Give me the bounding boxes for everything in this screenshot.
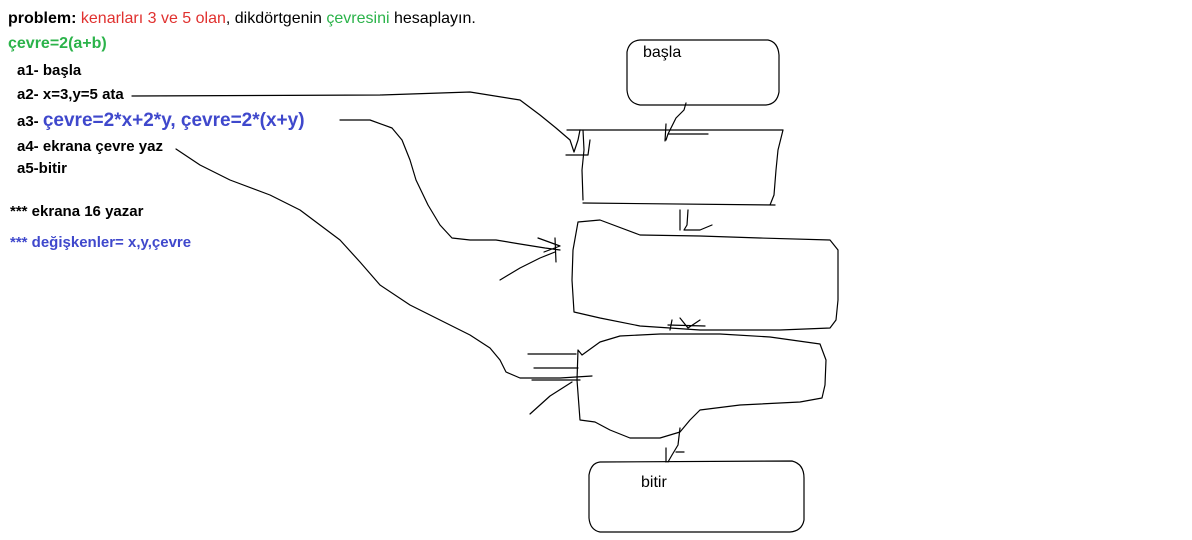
connector-a3-to-a4 xyxy=(667,317,706,331)
problem-target: çevresini xyxy=(326,10,390,27)
variables-note: *** değişkenler= x,y,çevre xyxy=(10,234,192,251)
step-a3-formula: çevre=2*x+2*y, çevre=2*(x+y) xyxy=(42,110,305,131)
step-a2: a2- x=3,y=5 ata xyxy=(17,86,124,103)
arrow-a4-line xyxy=(175,148,593,415)
arrow-a3-line xyxy=(339,119,561,281)
start-terminal-label: başla xyxy=(643,44,682,61)
connector-start-to-a2 xyxy=(664,102,709,142)
step-a3: a3- çevre=2*x+2*y, çevre=2*(x+y) xyxy=(17,110,305,132)
step-a3-prefix: a3- xyxy=(17,113,43,130)
process-box-a3 xyxy=(571,219,839,331)
connector-a4-to-end xyxy=(665,427,685,463)
problem-end: hesaplayın. xyxy=(389,10,476,27)
step-a4: a4- ekrana çevre yaz xyxy=(17,138,163,155)
start-terminal-shape xyxy=(626,39,780,106)
problem-statement: problem: kenarları 3 ve 5 olan, dikdörtg… xyxy=(8,10,476,28)
end-terminal-label: bitir xyxy=(641,474,667,491)
problem-given: kenarları 3 ve 5 olan xyxy=(80,10,226,27)
problem-middle: , dikdörtgenin xyxy=(225,10,327,27)
output-note: *** ekrana 16 yazar xyxy=(10,203,144,220)
process-box-a4 xyxy=(576,333,827,439)
step-a5: a5-bitir xyxy=(17,160,68,177)
process-box-a2 xyxy=(565,129,784,206)
arrow-a2-line xyxy=(131,91,581,153)
perimeter-formula: çevre=2(a+b) xyxy=(8,35,107,52)
step-a1: a1- başla xyxy=(17,62,82,79)
connector-a2-to-a3 xyxy=(679,209,713,231)
end-terminal-shape xyxy=(588,460,805,533)
problem-label: problem: xyxy=(8,10,77,27)
